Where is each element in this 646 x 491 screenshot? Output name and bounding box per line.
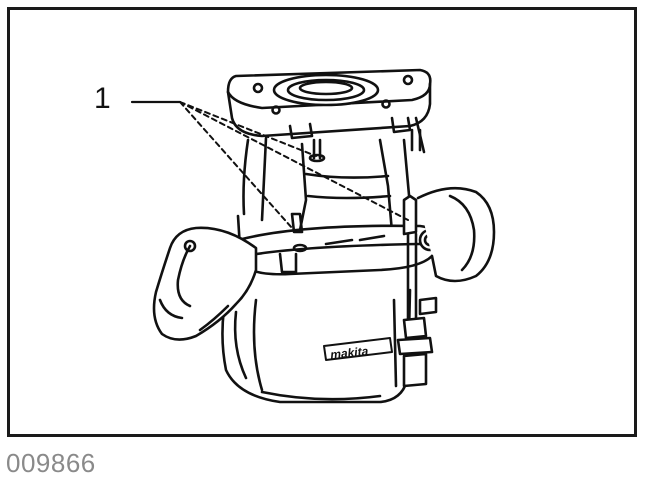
depth-rod <box>396 194 438 388</box>
brand-mark-text: makita <box>330 344 370 362</box>
callout-leaders <box>130 100 409 229</box>
callout-number: 1 <box>94 82 111 115</box>
figure-code: 009866 <box>6 448 96 478</box>
base-plate <box>226 68 432 140</box>
brand-plate <box>323 337 393 361</box>
motor-housing <box>221 136 412 404</box>
left-handle <box>152 226 258 341</box>
clamp-ring <box>236 212 442 276</box>
right-handle <box>416 186 496 283</box>
